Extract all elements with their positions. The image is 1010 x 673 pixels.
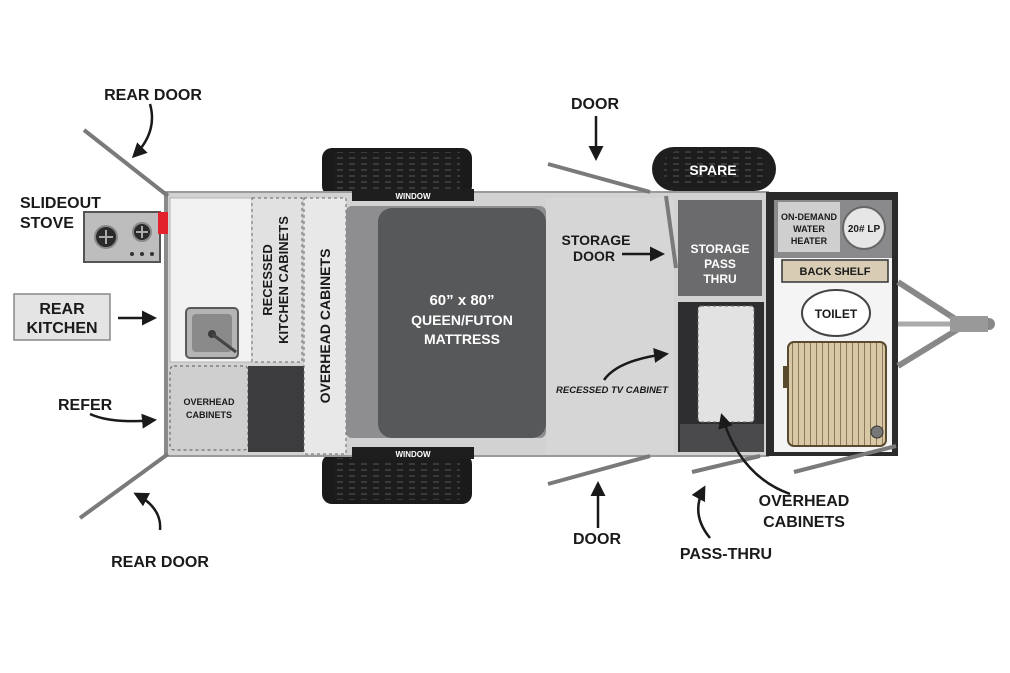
label-storage-door-1: STORAGE	[562, 232, 631, 248]
refer-cabinet: OVERHEAD CABINETS	[169, 365, 249, 451]
label-rear-door-top: REAR DOOR	[104, 87, 202, 104]
window-bottom	[352, 447, 474, 459]
storage-pass-label-2: PASS	[704, 257, 736, 271]
overhead-cabinets-vertical	[303, 197, 347, 455]
label-door-bottom: DOOR	[573, 531, 621, 548]
spare-label: SPARE	[689, 162, 736, 178]
label-door-top: DOOR	[571, 96, 619, 113]
recessed-kitchen-cabinets	[251, 197, 303, 363]
label-storage-door-2: DOOR	[573, 248, 615, 264]
label-slideout-stove-2: STOVE	[20, 215, 74, 232]
back-shelf-label: BACK SHELF	[800, 266, 871, 278]
rear-kitchen-callout: REAR KITCHEN	[13, 293, 111, 341]
storage-pass-label-1: STORAGE	[690, 242, 749, 256]
slideout-stove	[83, 211, 168, 263]
tv-cabinet-door	[697, 305, 755, 423]
trailer-hitch	[896, 279, 995, 369]
recessed-kitchen-label-1: RECESSED	[260, 244, 275, 316]
water-heater-label-3: HEATER	[791, 236, 828, 246]
storage-pass-label-3: THRU	[703, 272, 736, 286]
mattress-size: 60” x 80”	[429, 292, 494, 309]
mattress-label: MATTRESS	[424, 331, 500, 347]
label-rear-kitchen-2: KITCHEN	[26, 320, 97, 337]
mattress	[378, 208, 546, 438]
window-top-label: WINDOW	[395, 192, 431, 201]
shower-floor	[787, 341, 887, 447]
label-overhead-cabinets-1: OVERHEAD	[759, 493, 850, 510]
door-swing-lines	[78, 128, 897, 520]
mattress-type: QUEEN/FUTON	[411, 312, 513, 328]
label-rear-kitchen-1: REAR	[39, 301, 85, 318]
overhead-small-label-1: OVERHEAD	[183, 397, 235, 407]
label-slideout-stove-1: SLIDEOUT	[20, 195, 101, 212]
window-top	[352, 189, 474, 201]
callout-arrows	[89, 103, 791, 539]
dark-cabinet-rear	[248, 366, 304, 452]
cabin-floor	[546, 198, 674, 454]
label-rear-door-bottom: REAR DOOR	[111, 554, 209, 571]
label-pass-thru: PASS-THRU	[680, 546, 772, 563]
spare-tire: SPARE	[652, 147, 776, 191]
lp-tank: 20# LP	[842, 206, 886, 250]
sink	[185, 307, 239, 359]
recessed-kitchen-label-2: KITCHEN CABINETS	[276, 216, 291, 344]
tire-bottom	[322, 454, 472, 504]
toilet: TOILET	[801, 289, 871, 337]
tire-top	[322, 148, 472, 196]
back-shelf	[781, 259, 889, 283]
recessed-tv-label: RECESSED TV CABINET	[556, 385, 669, 396]
lp-tank-label: 20# LP	[848, 224, 881, 235]
storage-pass-thru	[678, 200, 762, 296]
water-heater-label-2: WATER	[793, 224, 825, 234]
water-heater-label-1: ON-DEMAND	[781, 212, 837, 222]
label-overhead-cabinets-2: CABINETS	[763, 514, 845, 531]
toilet-label: TOILET	[815, 307, 858, 321]
window-bottom-label: WINDOW	[395, 450, 431, 459]
label-refer: REFER	[58, 397, 113, 414]
overhead-cabinets-vertical-label: OVERHEAD CABINETS	[317, 249, 333, 404]
overhead-small-label-2: CABINETS	[186, 410, 232, 420]
